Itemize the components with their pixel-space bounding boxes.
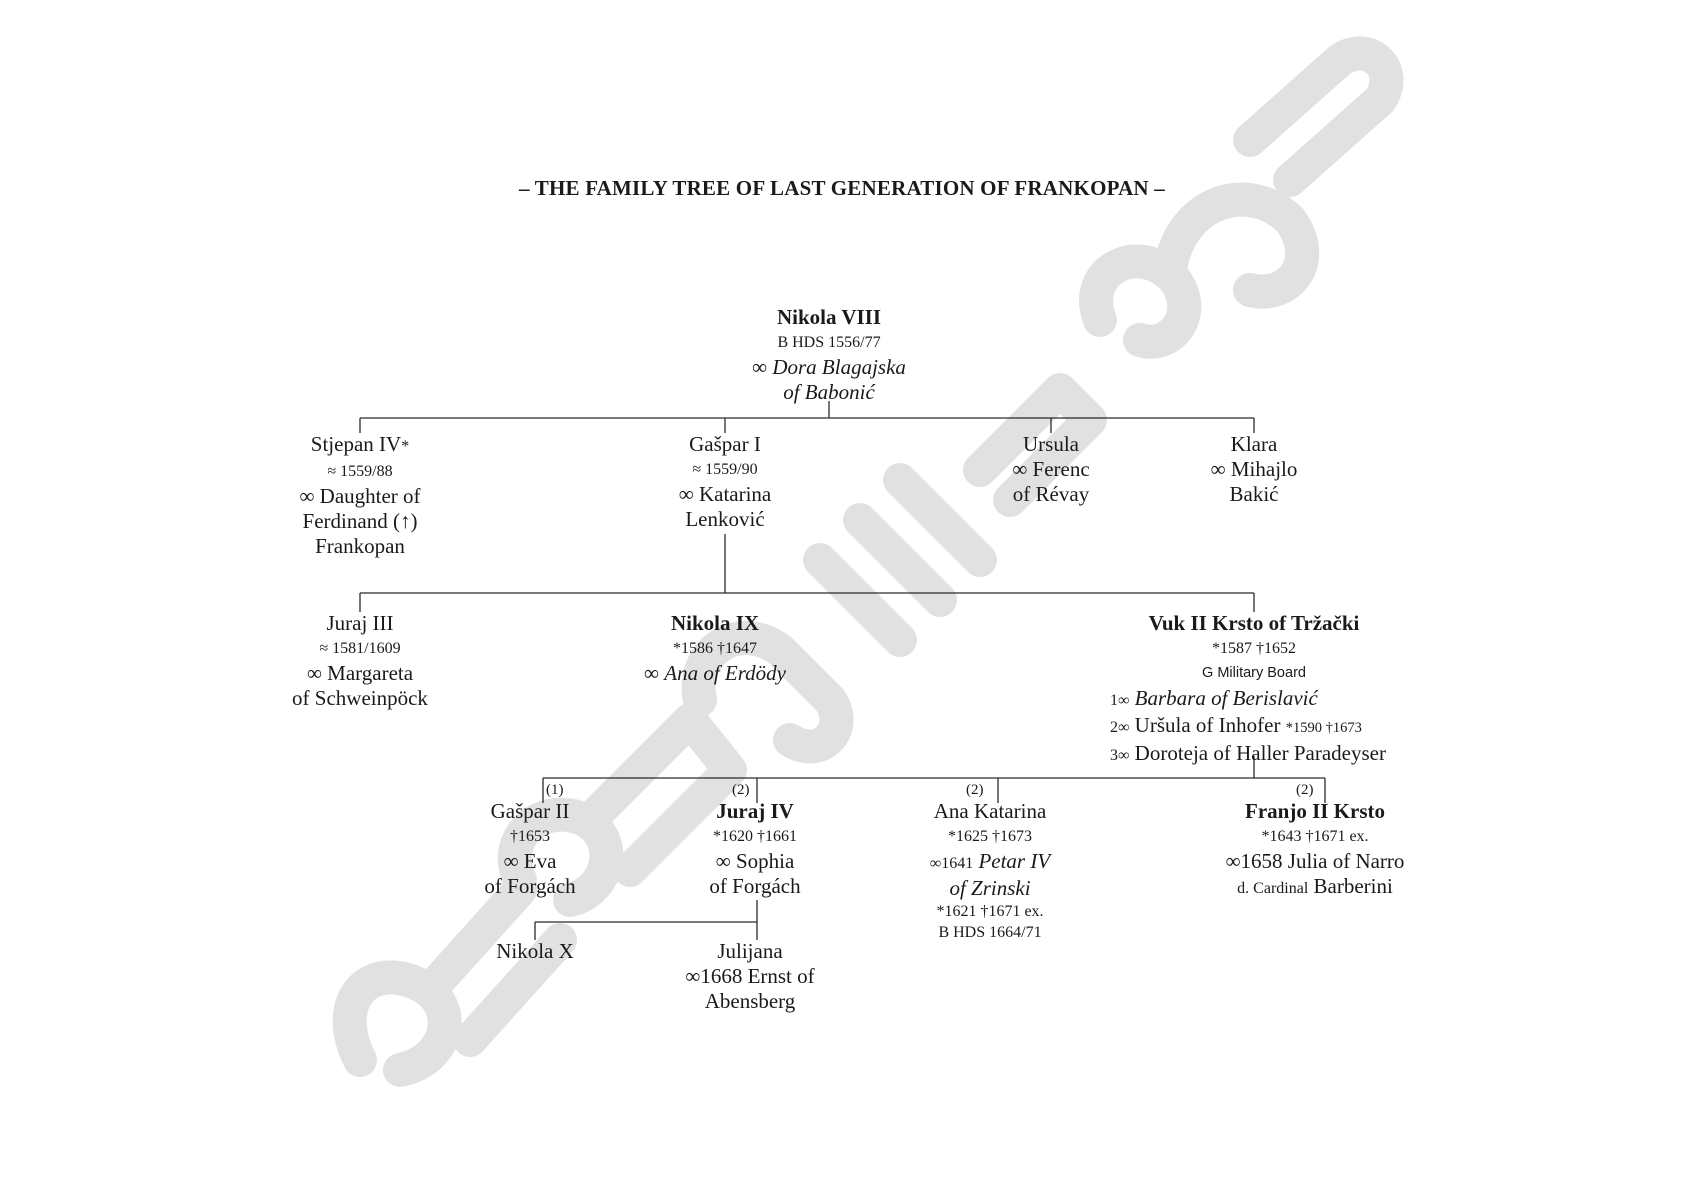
person-franjo-ii-krsto: Franjo II Krsto *1643 †1671 ex. ∞1658 Ju…: [1195, 799, 1435, 901]
person-juraj-iii: Juraj III ≈ 1581/1609 ∞ Margareta of Sch…: [270, 611, 450, 711]
years: ≈ 1559/88: [327, 463, 393, 480]
spouse-3: Doroteja of Haller Paradeyser: [1134, 741, 1386, 765]
person-nikola-ix: Nikola IX *1586 †1647 ∞ Ana of Erdödy: [615, 611, 815, 686]
spouse-name: ∞1658 Julia of Narro: [1225, 849, 1405, 873]
person-nikola-x: Nikola X: [470, 939, 600, 964]
spouse-1: Barbara of Berislavić: [1134, 686, 1318, 710]
person-julijana: Julijana ∞1668 Ernst of Abensberg: [660, 939, 840, 1014]
spouse-name-2: of Forgách: [484, 874, 576, 898]
person-name: Juraj IV: [716, 799, 794, 823]
marriage-symbol: ∞: [644, 661, 659, 685]
years: *1586 †1647: [673, 640, 757, 657]
marriage-symbol: ∞: [752, 355, 768, 379]
person-ursula: Ursula ∞ Ferenc of Révay: [971, 432, 1131, 507]
person-ana-katarina: Ana Katarina *1625 †1673 ∞1641 Petar IV …: [900, 799, 1080, 943]
person-vuk-ii-krsto: Vuk II Krsto of Tržački *1587 †1652 G Mi…: [1104, 611, 1404, 686]
spouse-name-2: Abensberg: [704, 989, 796, 1013]
person-name: Ana Katarina: [933, 799, 1047, 823]
spouse-relation: d. Cardinal: [1237, 880, 1309, 897]
person-name: Nikola IX: [670, 611, 760, 635]
person-name: Gašpar I: [689, 432, 761, 456]
marriage-symbol: 2∞: [1110, 719, 1130, 736]
spouse-name-2-end: ): [410, 509, 418, 533]
person-name: Gašpar II: [490, 799, 570, 823]
title-line: B HDS 1556/77: [777, 334, 881, 351]
spouse-title: B HDS 1664/71: [938, 924, 1042, 941]
years: *1620 †1661: [713, 828, 797, 845]
person-gaspar-ii: Gašpar II †1653 ∞ Eva of Forgách: [460, 799, 600, 899]
spouse-name-2: of Révay: [1012, 482, 1090, 506]
spouse-relation-name: Barberini: [1313, 874, 1393, 898]
person-name: Julijana: [717, 939, 783, 963]
office: G Military Board: [1202, 665, 1306, 681]
spouse-name-2: of Forgách: [709, 874, 801, 898]
person-gaspar-i: Gašpar I ≈ 1559/90 ∞ Katarina Lenković: [645, 432, 805, 532]
spouse-name: ∞ Sophia: [715, 849, 795, 873]
spouse-years: *1621 †1671 ex.: [936, 903, 1044, 920]
star-mark: *: [401, 438, 410, 455]
spouse-name: ∞ Margareta: [306, 661, 414, 685]
spouse-2-years: *1590 †1673: [1285, 720, 1362, 736]
spouse-name-2: Lenković: [685, 507, 765, 531]
spouse-name: Ana of Erdödy: [664, 661, 786, 685]
years: ≈ 1581/1609: [319, 640, 401, 657]
spouse-name: ∞ Eva: [503, 849, 557, 873]
marriage-marker: (2): [732, 782, 750, 798]
spouse-name-2: Bakić: [1229, 482, 1279, 506]
vuk-marriages: 1∞ Barbara of Berislavić 2∞ Uršula of In…: [1110, 686, 1410, 768]
person-nikola-viii: Nikola VIII B HDS 1556/77 ∞ Dora Blagajs…: [729, 305, 929, 405]
person-name: Vuk II Krsto of Tržački: [1148, 611, 1360, 635]
person-name: Juraj III: [326, 611, 394, 635]
spouse-name: ∞ Daughter of: [299, 484, 421, 508]
spouse-name-3: Frankopan: [315, 534, 405, 558]
person-name: Nikola X: [496, 939, 574, 963]
spouse-name: Dora Blagajska: [772, 355, 906, 379]
marriage-symbol: 1∞: [1110, 692, 1130, 709]
spouse-name: ∞ Ferenc: [1012, 457, 1090, 481]
person-name: Stjepan IV: [310, 432, 402, 456]
spouse-name: ∞ Katarina: [678, 482, 772, 506]
up-arrow-icon: ↑: [399, 509, 411, 533]
person-name: Ursula: [1023, 432, 1079, 456]
marriage-symbol: 3∞: [1110, 747, 1130, 764]
spouse-name: ∞1668 Ernst of: [685, 964, 815, 988]
person-name: Nikola VIII: [776, 305, 882, 329]
years: ≈ 1559/90: [692, 461, 758, 478]
spouse-name-2: of Schweinpöck: [292, 686, 428, 710]
person-name: Franjo II Krsto: [1245, 799, 1385, 823]
person-klara: Klara ∞ Mihajlo Bakić: [1174, 432, 1334, 507]
spouse-name: ∞ Mihajlo: [1210, 457, 1298, 481]
years: *1587 †1652: [1212, 640, 1296, 657]
spouse-name-2: of Zrinski: [949, 876, 1031, 900]
marriage-symbol: ∞1641: [929, 855, 974, 872]
years: †1653: [510, 828, 550, 845]
person-juraj-iv: Juraj IV *1620 †1661 ∞ Sophia of Forgách: [680, 799, 830, 899]
page-title: – THE FAMILY TREE OF LAST GENERATION OF …: [519, 176, 1165, 200]
spouse-name: Petar IV: [978, 849, 1051, 873]
person-name: Klara: [1230, 432, 1278, 456]
spouse-name-2: of Babonić: [783, 380, 875, 404]
spouse-2: Uršula of Inhofer: [1134, 713, 1281, 737]
years: *1625 †1673: [948, 828, 1032, 845]
marriage-marker: (2): [966, 782, 984, 798]
years: *1643 †1671 ex.: [1261, 828, 1369, 845]
spouse-name-2: Ferdinand (: [302, 509, 400, 533]
marriage-marker: (2): [1296, 782, 1314, 798]
marriage-marker: (1): [546, 782, 564, 798]
person-stjepan-iv: Stjepan IV* ≈ 1559/88 ∞ Daughter of Ferd…: [270, 432, 450, 559]
